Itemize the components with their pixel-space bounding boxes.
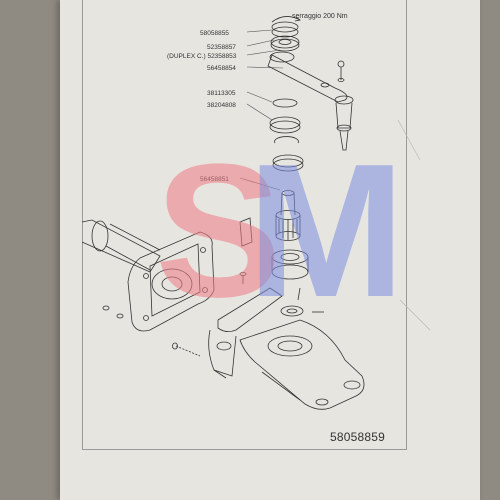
label-56458854: 56458854 (207, 65, 236, 72)
splined-shaft (239, 190, 301, 247)
torque-note: serraggio 200 Nm (292, 13, 348, 20)
label-38204808: 38204808 (207, 102, 236, 109)
label-56458851: 56458851 (200, 176, 229, 183)
label-38113305: 38113305 (207, 90, 236, 97)
lower-bushing (239, 249, 309, 317)
paper-sheet (60, 0, 480, 500)
label-52358853: (DUPLEX C.) 52358853 (167, 53, 237, 60)
label-58058855: 58058855 (200, 30, 229, 37)
upper-arm-assembly (267, 16, 354, 172)
paper-bleed (397, 119, 431, 331)
drawing-frame (82, 0, 407, 450)
lower-bracket (208, 287, 365, 410)
document-number: 58058859 (330, 430, 385, 444)
leader-lines (239, 29, 284, 191)
label-52358857: 52358857 (207, 44, 236, 51)
motor-housing (81, 219, 215, 357)
